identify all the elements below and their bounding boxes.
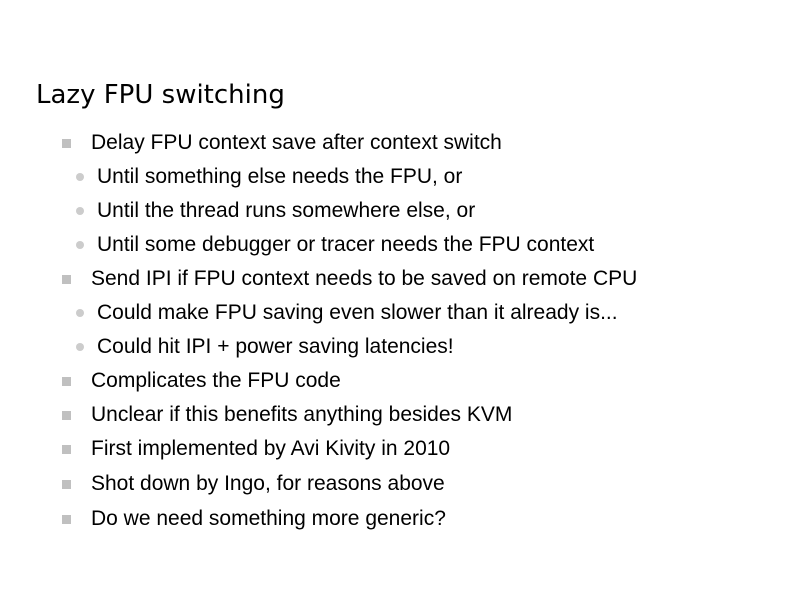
sub-bullet-item: Could hit IPI + power saving latencies!: [76, 330, 454, 364]
bullet-item: Send IPI if FPU context needs to be save…: [62, 262, 637, 296]
dot-bullet-icon: [76, 309, 84, 317]
sub-bullet-item: Could make FPU saving even slower than i…: [76, 296, 618, 330]
bullet-text: Do we need something more generic?: [91, 507, 446, 530]
bullet-item: Do we need something more generic?: [62, 502, 446, 536]
dot-bullet-icon: [76, 343, 84, 351]
bullet-item: Shot down by Ingo, for reasons above: [62, 467, 445, 501]
bullet-item: Unclear if this benefits anything beside…: [62, 398, 512, 432]
square-bullet-icon: [62, 138, 71, 148]
bullet-text: Until the thread runs somewhere else, or: [97, 199, 476, 222]
bullet-text: Could hit IPI + power saving latencies!: [97, 335, 454, 358]
bullet-text: Shot down by Ingo, for reasons above: [91, 472, 445, 495]
bullet-item: Complicates the FPU code: [62, 364, 341, 398]
bullet-text: Delay FPU context save after context swi…: [91, 131, 502, 154]
bullet-text: Until something else needs the FPU, or: [97, 165, 463, 188]
sub-bullet-item: Until the thread runs somewhere else, or: [76, 194, 475, 228]
square-bullet-icon: [62, 444, 71, 454]
dot-bullet-icon: [76, 173, 84, 181]
bullet-item: First implemented by Avi Kivity in 2010: [62, 432, 450, 466]
square-bullet-icon: [62, 274, 71, 284]
bullet-item: Delay FPU context save after context swi…: [62, 126, 502, 160]
bullet-text: Unclear if this benefits anything beside…: [91, 403, 513, 426]
bullet-text: Until some debugger or tracer needs the …: [97, 233, 595, 256]
bullet-text: Complicates the FPU code: [91, 369, 341, 392]
square-bullet-icon: [62, 410, 71, 420]
dot-bullet-icon: [76, 207, 84, 215]
dot-bullet-icon: [76, 241, 84, 249]
bullet-text: Send IPI if FPU context needs to be save…: [91, 267, 638, 290]
slide-title: Lazy FPU switching: [36, 80, 285, 110]
square-bullet-icon: [62, 479, 71, 489]
sub-bullet-item: Until something else needs the FPU, or: [76, 160, 462, 194]
sub-bullet-item: Until some debugger or tracer needs the …: [76, 228, 594, 262]
square-bullet-icon: [62, 514, 71, 524]
bullet-text: Could make FPU saving even slower than i…: [97, 301, 618, 324]
square-bullet-icon: [62, 376, 71, 386]
bullet-text: First implemented by Avi Kivity in 2010: [91, 437, 451, 460]
